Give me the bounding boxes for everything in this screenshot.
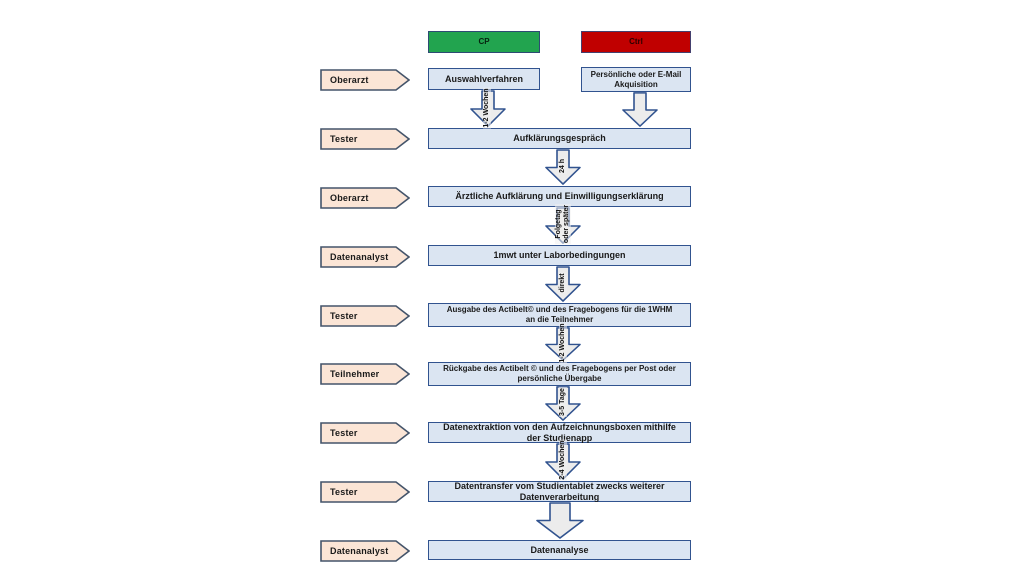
role-tag-teilnehmer: Teilnehmer — [320, 363, 410, 385]
chevron-right-icon — [320, 481, 410, 503]
group-header-cp: CP — [428, 31, 540, 53]
duration-label: 1-2 Wochen — [482, 87, 492, 129]
role-label: Tester — [330, 487, 358, 497]
role-label: Oberarzt — [330, 75, 369, 85]
duration-label: 1-2 Wochen — [558, 322, 568, 364]
role-tag-datenanalyst-1: Datenanalyst — [320, 246, 410, 268]
duration-label: Folgetag oder später — [554, 203, 572, 245]
chevron-right-icon — [320, 305, 410, 327]
chevron-right-icon — [320, 69, 410, 91]
chevron-right-icon — [320, 187, 410, 209]
role-tag-tester-2: Tester — [320, 305, 410, 327]
duration-label: direkt — [558, 272, 568, 294]
step-datentransfer: Datentransfer vom Studientablet zwecks w… — [428, 481, 691, 502]
role-tag-tester-1: Tester — [320, 128, 410, 150]
duration-label: 24 h — [558, 157, 568, 175]
duration-label: 2-4 Wochen — [558, 439, 568, 481]
chevron-right-icon — [320, 246, 410, 268]
arrow-down-icon — [536, 502, 584, 539]
step-1mwt-labor: 1mwt unter Laborbedingungen — [428, 245, 691, 266]
role-tag-oberarzt-1: Oberarzt — [320, 69, 410, 91]
role-label: Tester — [330, 428, 358, 438]
group-header-ctrl: Ctrl — [581, 31, 691, 53]
step-akquisition: Persönliche oder E-Mail Akquisition — [581, 67, 691, 92]
role-label: Tester — [330, 134, 358, 144]
step-aufklaerungsgespraech: Aufklärungsgespräch — [428, 128, 691, 149]
role-label: Datenanalyst — [330, 546, 389, 556]
role-label: Oberarzt — [330, 193, 369, 203]
role-label: Teilnehmer — [330, 369, 380, 379]
chevron-right-icon — [320, 128, 410, 150]
arrow-down-icon — [622, 92, 658, 127]
step-datenanalyse: Datenanalyse — [428, 540, 691, 560]
role-tag-tester-3: Tester — [320, 422, 410, 444]
step-datenextraktion: Datenextraktion von den Aufzeichnungsbox… — [428, 422, 691, 443]
role-label: Tester — [330, 311, 358, 321]
step-rueckgabe-actibelt: Rückgabe des Actibelt © und des Fragebog… — [428, 362, 691, 386]
role-tag-tester-4: Tester — [320, 481, 410, 503]
duration-label: 3-5 Tage — [558, 387, 568, 417]
chevron-right-icon — [320, 540, 410, 562]
role-tag-datenanalyst-2: Datenanalyst — [320, 540, 410, 562]
role-tag-oberarzt-2: Oberarzt — [320, 187, 410, 209]
role-label: Datenanalyst — [330, 252, 389, 262]
chevron-right-icon — [320, 422, 410, 444]
chevron-right-icon — [320, 363, 410, 385]
